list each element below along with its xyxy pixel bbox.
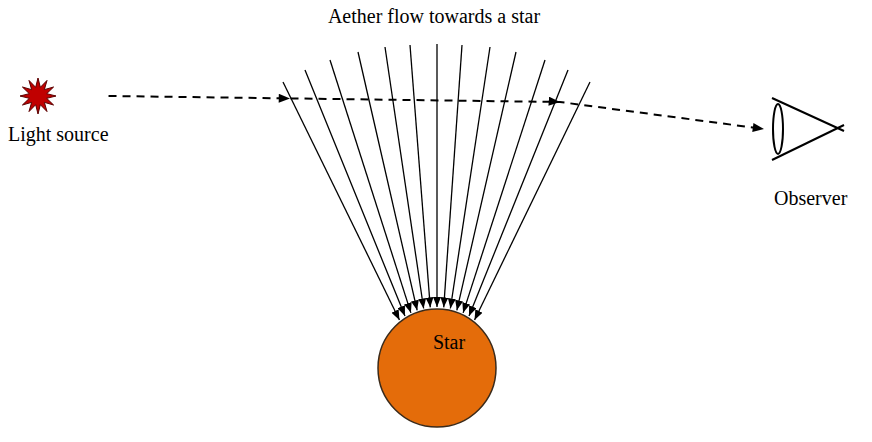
node-label: Observer (774, 186, 847, 210)
light-source: Light source (8, 76, 109, 146)
aether-flow-lines (283, 44, 590, 320)
aether-flow-line (385, 47, 424, 308)
light-ray (109, 96, 764, 129)
aether-flow-line (330, 60, 411, 313)
aether-flow-line (358, 52, 417, 310)
eye-icon (766, 94, 846, 164)
star-disc (378, 309, 496, 427)
light-burst-icon (18, 76, 58, 116)
aether-flow-line (436, 44, 437, 307)
node-label: Light source (8, 122, 109, 146)
node-label: Star (433, 330, 465, 354)
star-body: Star (377, 308, 521, 442)
aether-flow-line (410, 45, 430, 307)
observer: Observer (766, 94, 847, 210)
diagram-heading: Aether flow towards a star (326, 4, 542, 28)
aether-flow-line (463, 60, 545, 313)
star-outline (377, 308, 497, 428)
aether-flow-line (444, 45, 462, 307)
aether-flow-line (450, 47, 490, 308)
eye-lens (773, 104, 783, 154)
aether-flow-line (283, 82, 399, 320)
aether-flow-line (469, 70, 568, 316)
aether-flow-line (475, 82, 590, 320)
light-burst (20, 78, 56, 114)
